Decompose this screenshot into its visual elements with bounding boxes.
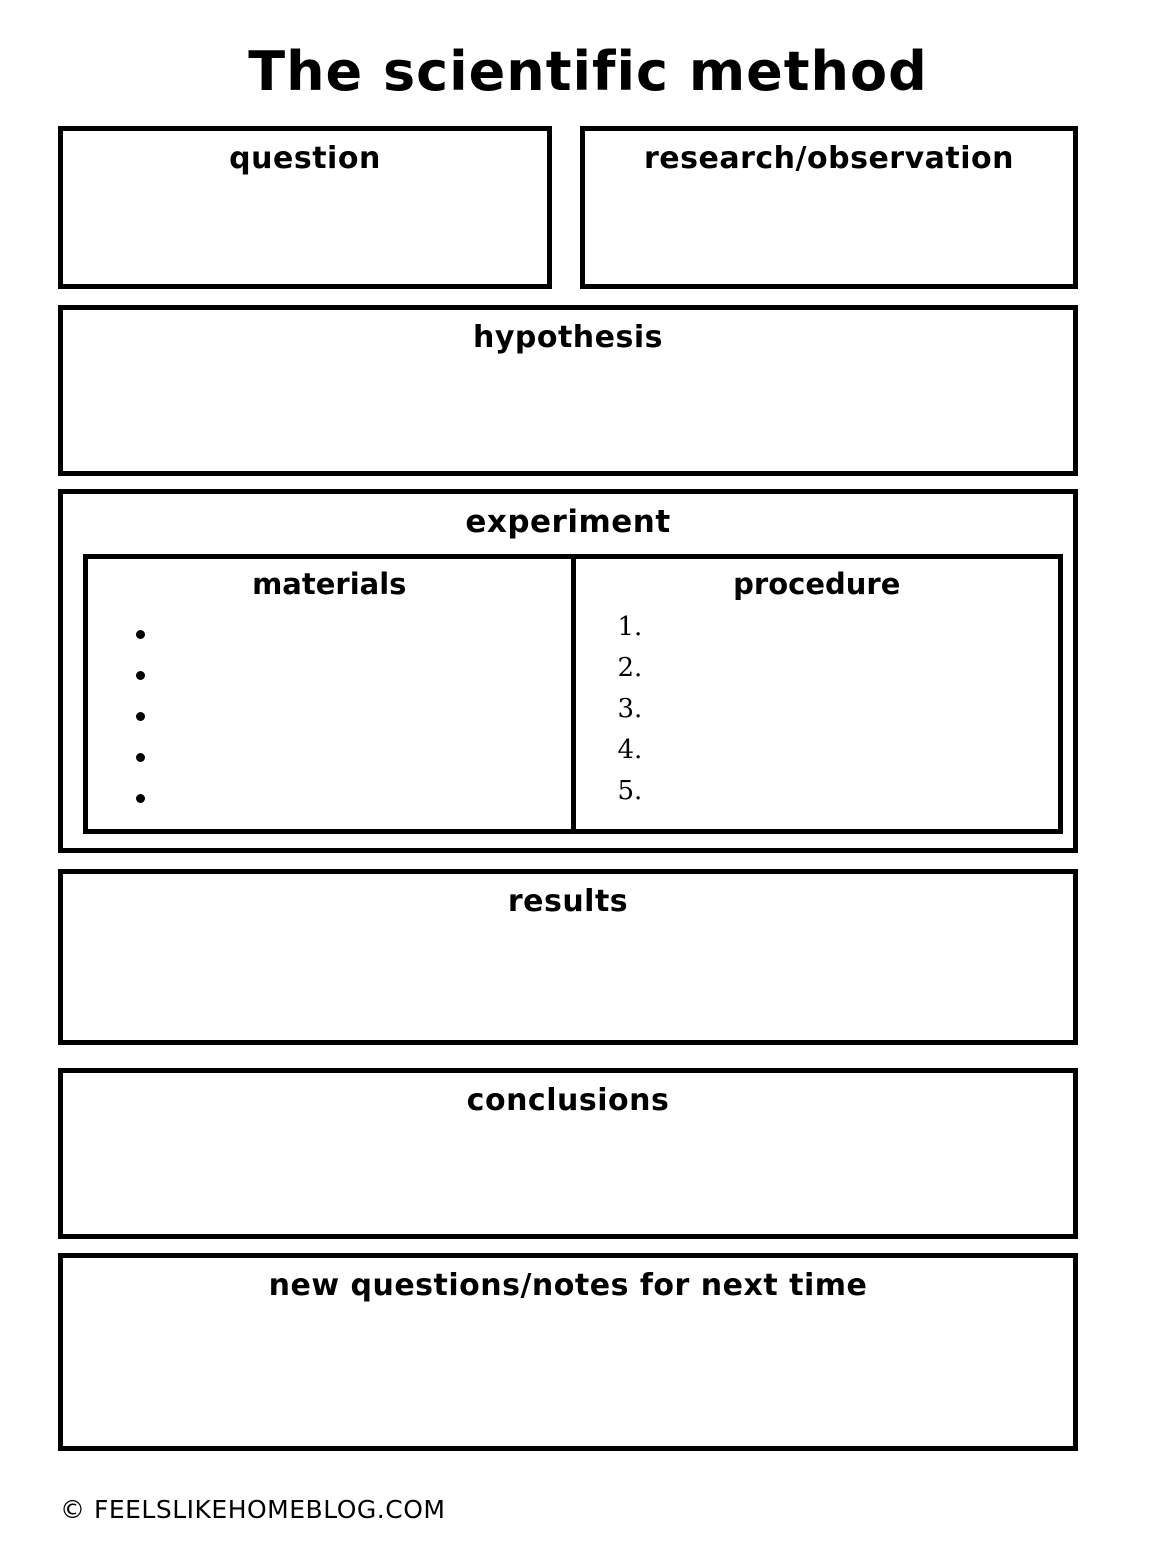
page-title: The scientific method <box>248 40 928 103</box>
section-question[interactable]: question <box>58 126 552 289</box>
section-question-title: question <box>229 141 381 176</box>
section-new-questions-writing-area[interactable] <box>63 1310 1073 1446</box>
section-hypothesis[interactable]: hypothesis <box>58 305 1078 476</box>
section-conclusions-title: conclusions <box>466 1083 670 1118</box>
subsection-materials[interactable]: materials <box>88 559 576 829</box>
section-new-questions[interactable]: new questions/notes for next time <box>58 1253 1078 1451</box>
section-hypothesis-title: hypothesis <box>472 320 664 355</box>
section-hypothesis-writing-area[interactable] <box>63 362 1073 471</box>
section-results-title: results <box>507 884 629 919</box>
section-new-questions-title: new questions/notes for next time <box>268 1268 868 1303</box>
subsection-materials-title: materials <box>252 567 407 601</box>
procedure-numbered-list: 1. 2. 3. 4. 5. <box>618 607 643 812</box>
section-experiment-title: experiment <box>465 504 671 540</box>
section-conclusions[interactable]: conclusions <box>58 1068 1078 1239</box>
list-item[interactable]: 3. <box>617 694 643 724</box>
subsection-procedure[interactable]: procedure 1. 2. 3. 4. 5. <box>576 559 1059 829</box>
materials-bullet-list <box>128 613 150 818</box>
section-research-observation-title: research/observation <box>644 141 1014 176</box>
subsection-procedure-title: procedure <box>733 567 901 601</box>
experiment-inner-box: materials procedure 1. 2. 3. 4. 5. <box>83 554 1063 834</box>
section-results-writing-area[interactable] <box>63 926 1073 1040</box>
section-conclusions-writing-area[interactable] <box>63 1125 1073 1234</box>
list-item[interactable]: 2. <box>617 653 643 683</box>
list-item[interactable]: 4. <box>617 735 643 765</box>
section-question-writing-area[interactable] <box>63 183 547 284</box>
copyright-footer: © FEELSLIKEHOMEBLOG.COM <box>60 1495 446 1524</box>
list-item[interactable]: 1. <box>617 612 643 642</box>
section-results[interactable]: results <box>58 869 1078 1045</box>
section-research-observation[interactable]: research/observation <box>580 126 1078 289</box>
section-research-observation-writing-area[interactable] <box>585 183 1073 284</box>
list-item[interactable]: 5. <box>617 776 643 806</box>
section-experiment[interactable]: experiment materials procedure 1. 2. 3. <box>58 489 1078 853</box>
